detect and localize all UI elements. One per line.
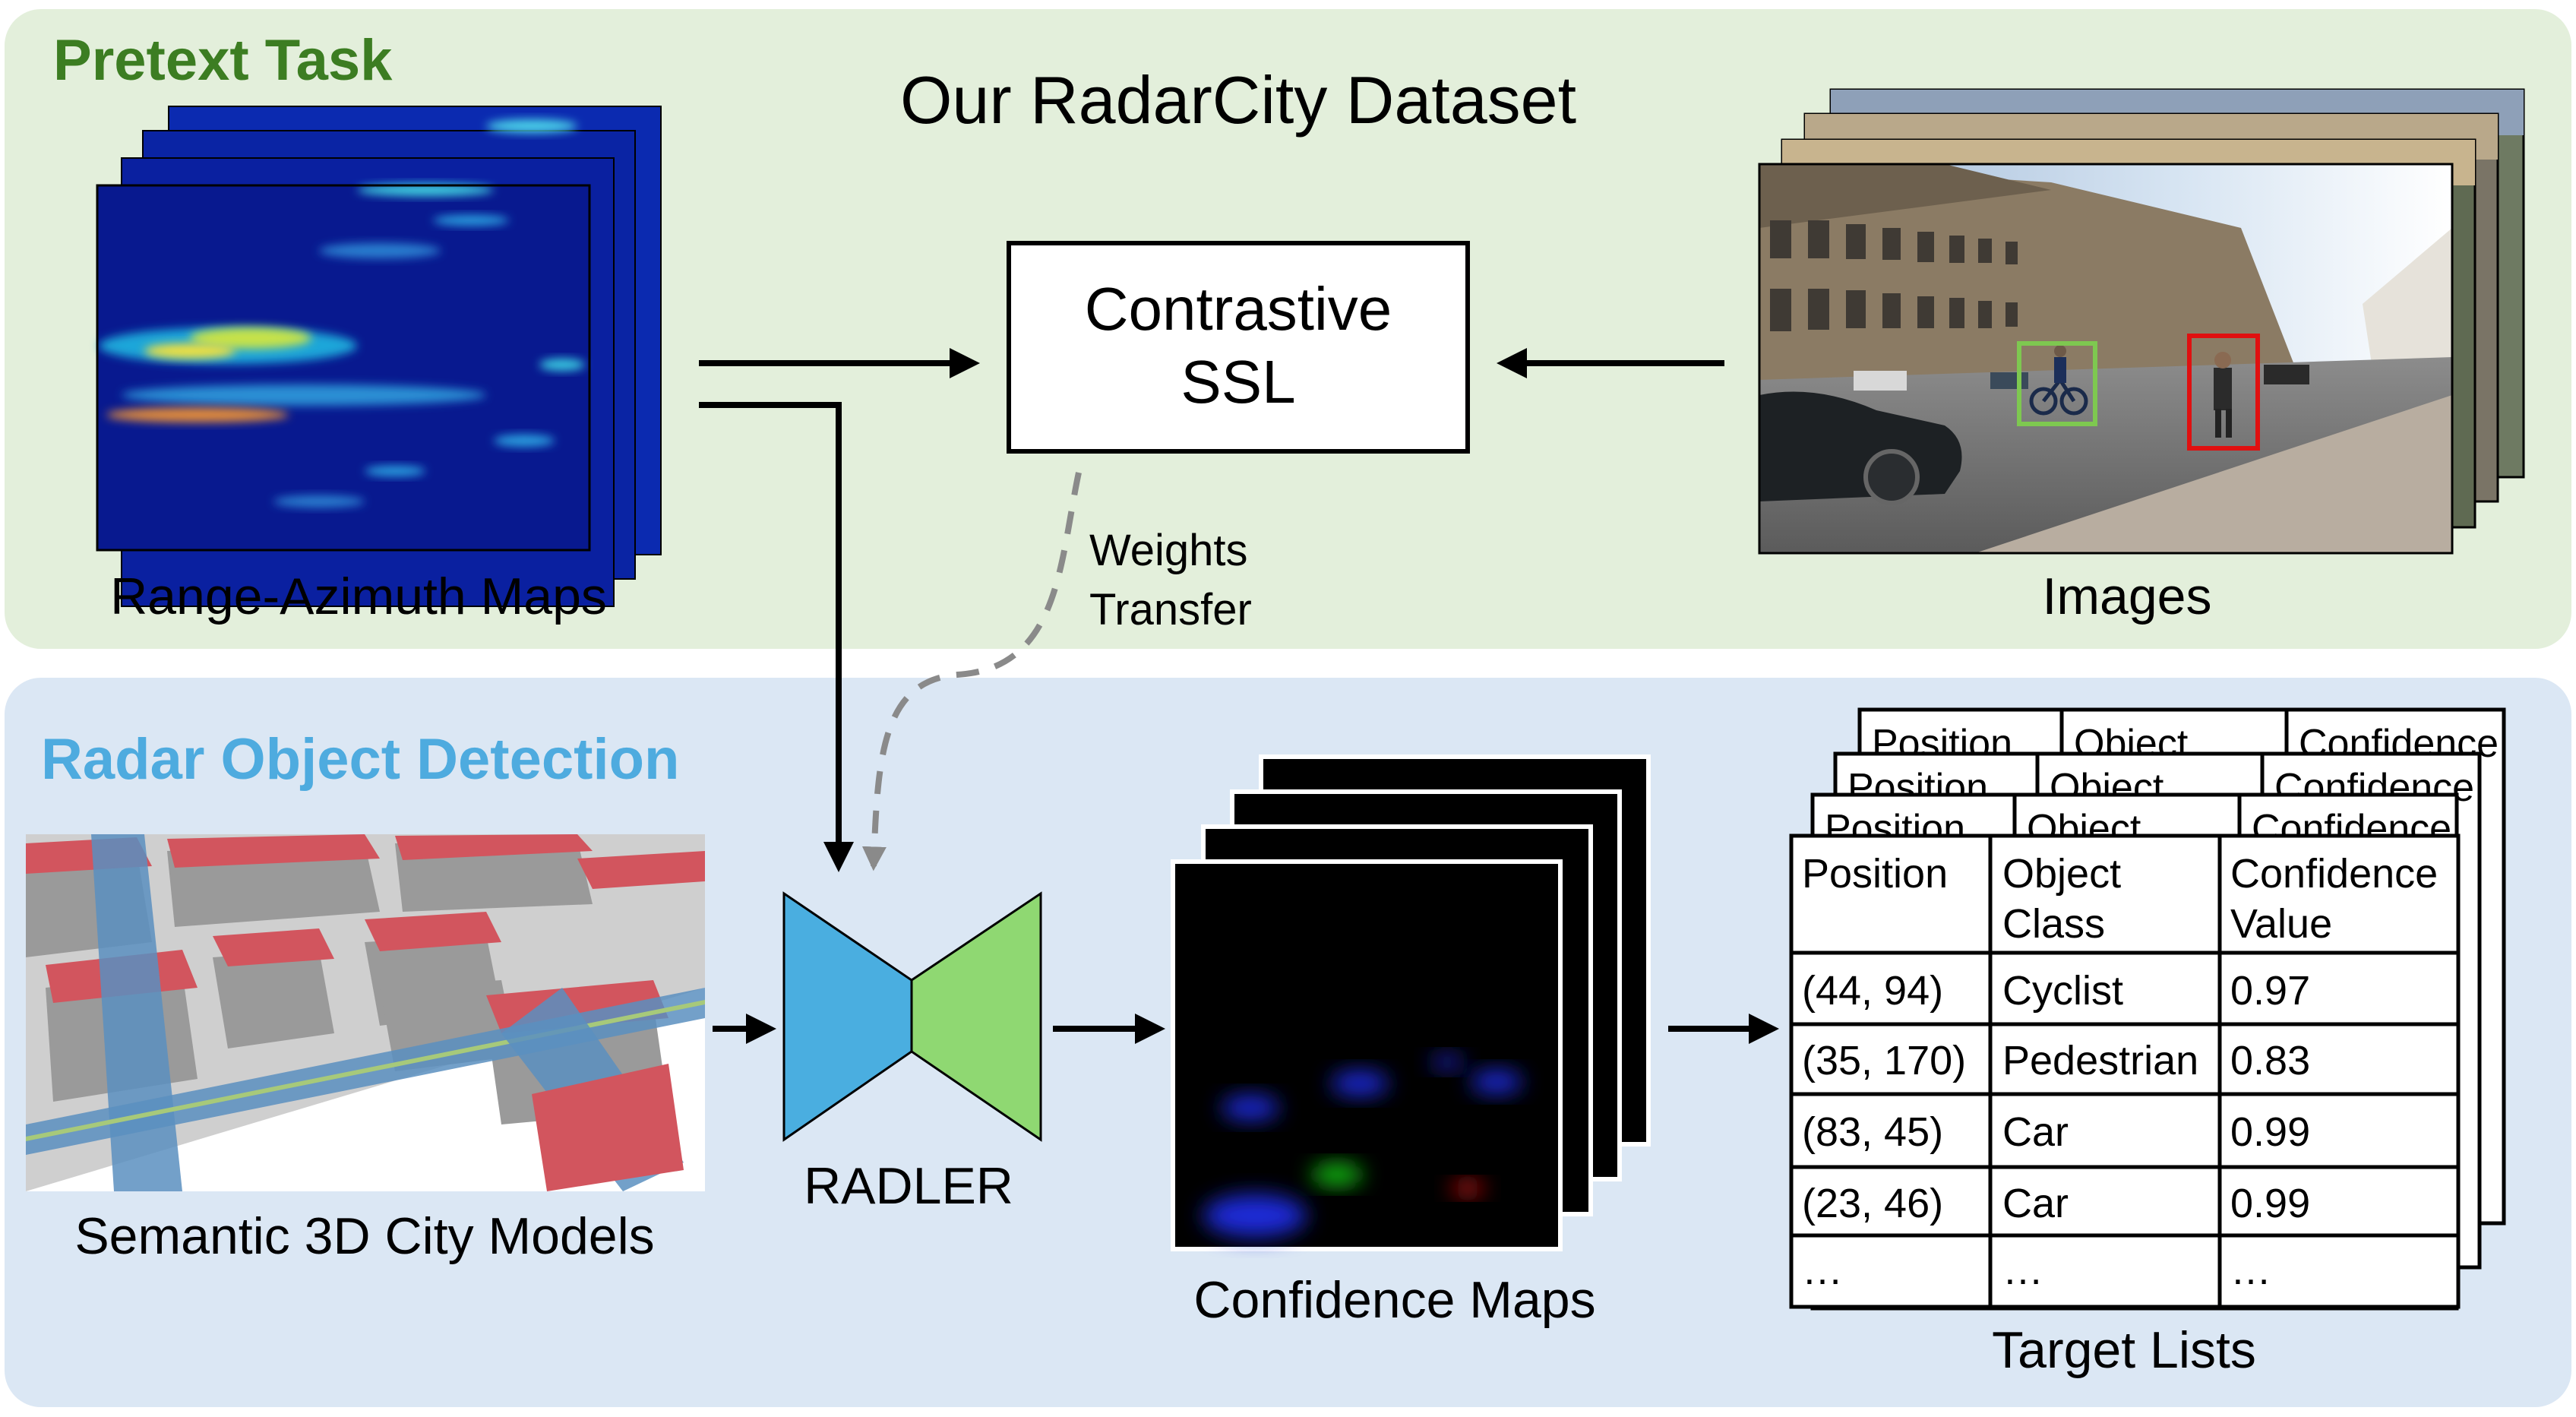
table-cell: … [2230, 1248, 2271, 1293]
table-cell: Car [2002, 1109, 2069, 1155]
table-cell: 0.83 [2230, 1038, 2310, 1083]
weights-label-line1: Weights [1089, 526, 1247, 575]
range-azimuth-maps [96, 106, 662, 607]
range-azimuth-label: Range-Azimuth Maps [110, 568, 607, 625]
pretext-title: Pretext Task [53, 28, 393, 93]
table-header-object-line1: Object [2002, 851, 2121, 897]
confidence-map-front [1203, 1055, 1522, 1237]
confidence-maps [1171, 754, 1651, 1251]
range-azimuth-heatmap [97, 184, 589, 550]
target-lists-label: Target Lists [1992, 1321, 2256, 1379]
table-cell: Pedestrian [2002, 1038, 2198, 1083]
table-cell: (44, 94) [1802, 968, 1943, 1014]
dataset-title: Our RadarCity Dataset [900, 62, 1576, 138]
table-cell: (83, 45) [1802, 1109, 1943, 1155]
table-cell: Car [2002, 1181, 2069, 1226]
radler-decoder [910, 891, 1042, 1142]
target-lists: Position Object Confidence Position Obje… [1789, 707, 2506, 1311]
city-model-label: Semantic 3D City Models [74, 1207, 654, 1265]
table-cell: 0.99 [2230, 1181, 2310, 1226]
table-cell: Cyclist [2002, 968, 2123, 1014]
radler-label: RADLER [804, 1157, 1013, 1215]
images-label: Images [2043, 568, 2212, 625]
table-header-confidence-line2: Value [2230, 901, 2332, 947]
target-list-table: Position Object Class Confidence Value (… [1789, 833, 2461, 1309]
table-cell: … [2002, 1248, 2043, 1293]
cyclist-bounding-box [2017, 341, 2097, 426]
table-header-confidence-line1: Confidence [2230, 851, 2438, 897]
ra-to-radler-arrow [699, 402, 854, 872]
weights-label-line2: Transfer [1089, 585, 1252, 634]
detection-title: Radar Object Detection [41, 727, 679, 792]
table-header-position: Position [1802, 851, 1948, 897]
city-model-render [26, 834, 705, 1191]
table-cell: 0.97 [2230, 968, 2310, 1014]
contrastive-ssl-box [1007, 241, 1470, 454]
table-cell: 0.99 [2230, 1109, 2310, 1155]
weights-transfer-arrow [861, 472, 1082, 871]
pedestrian-bounding-box [2187, 334, 2260, 451]
contrastive-ssl-label-line1: Contrastive [1085, 275, 1392, 343]
table-cell: (23, 46) [1802, 1181, 1943, 1226]
table-cell: … [1802, 1248, 1843, 1293]
camera-images [1758, 88, 2525, 555]
contrastive-ssl-label-line2: SSL [1181, 348, 1295, 416]
street-photo [1759, 164, 2452, 553]
table-header-object-line2: Class [2002, 901, 2105, 947]
confidence-maps-label: Confidence Maps [1193, 1271, 1595, 1329]
table-cell: (35, 170) [1802, 1038, 1966, 1083]
